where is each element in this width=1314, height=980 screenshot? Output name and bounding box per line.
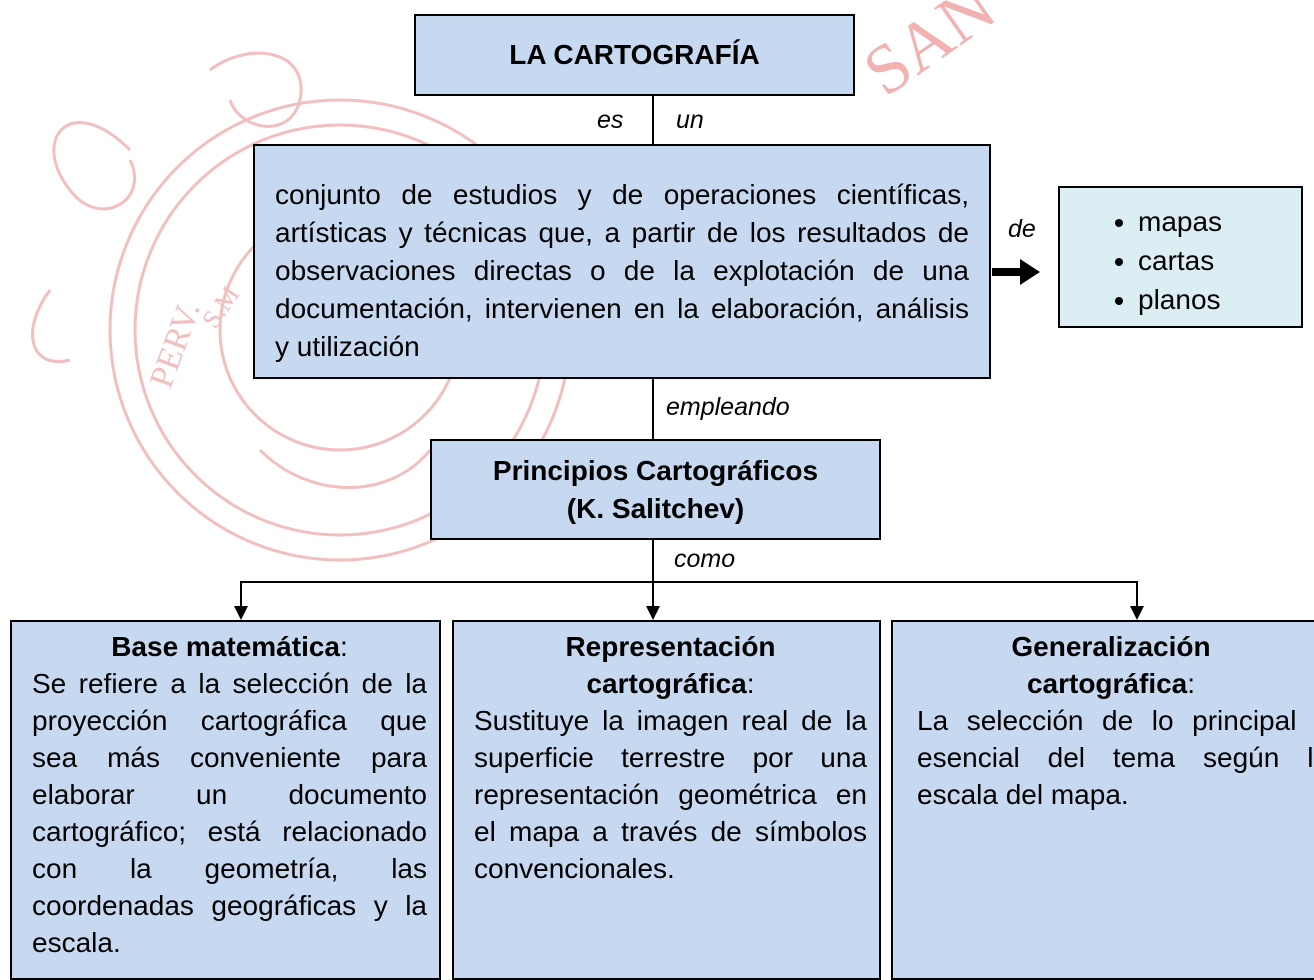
branch-text: Sustituye la imagen real de la superfici… — [474, 705, 867, 884]
branch-heading-text-line2: cartográfica — [586, 668, 747, 699]
branch-box-representacion: Representación cartográfica: Sustituye l… — [452, 620, 881, 980]
connector-principles-branches — [652, 540, 654, 582]
list-item-product: mapas — [1138, 202, 1301, 241]
branch-box-generalizacion: Generalización cartográfica: La selecció… — [891, 620, 1314, 980]
branch-heading-colon: : — [340, 631, 348, 662]
branch-text: Se refiere a la selección de la proyecci… — [32, 668, 427, 958]
label-como: como — [674, 545, 736, 573]
products-list: mapas cartas planos — [1088, 202, 1301, 319]
definition-box: conjunto de estudios y de operaciones ci… — [253, 144, 991, 379]
principles-author: (K. Salitchev) — [566, 492, 745, 524]
connector-title-definition — [652, 96, 654, 144]
list-item-product: cartas — [1138, 241, 1301, 280]
branch-center-line — [652, 581, 654, 607]
title-box: LA CARTOGRAFÍA — [414, 14, 855, 96]
branch-box-base-matematica: Base matemática: Se refiere a la selecci… — [10, 620, 441, 980]
branch-heading: Representación cartográfica: — [474, 628, 867, 702]
branch-text: La selección de lo principal y esencial … — [917, 705, 1314, 810]
branch-heading: Base matemática: — [32, 628, 427, 665]
seal-motto-text: PERV. — [143, 297, 208, 393]
seal-sm-text: S.M — [196, 281, 245, 334]
label-es: es — [597, 106, 624, 134]
arrowhead-right — [1130, 606, 1144, 620]
label-un: un — [676, 106, 704, 134]
branch-heading-text-line2: cartográfica — [1026, 668, 1188, 699]
page-title: LA CARTOGRAFÍA — [509, 39, 760, 70]
branch-heading-text: Generalización — [1011, 631, 1211, 662]
list-item-product: planos — [1138, 280, 1301, 319]
branch-horizontal-line — [240, 581, 1138, 583]
branch-heading-text: Representación — [565, 631, 776, 662]
branch-heading-text: Base matemática — [111, 631, 341, 662]
arrowhead-left — [234, 606, 248, 620]
label-de: de — [1008, 215, 1036, 243]
branch-heading: Generalización cartográfica: — [917, 628, 1314, 702]
label-empleando: empleando — [666, 393, 790, 421]
connector-definition-principles — [652, 379, 654, 439]
watermark-arc-text: SAN — [850, 0, 1010, 112]
principles-box: Principios Cartográficos (K. Salitchev) — [430, 439, 881, 540]
principles-title: Principios Cartográficos — [492, 454, 819, 486]
arrowhead-center — [646, 606, 660, 620]
definition-text: conjunto de estudios y de operaciones ci… — [275, 179, 969, 362]
branch-left-line — [240, 581, 242, 607]
products-box: mapas cartas planos — [1058, 186, 1303, 328]
branch-heading-colon: : — [746, 668, 755, 699]
branch-heading-colon: : — [1187, 668, 1196, 699]
branch-right-line — [1136, 581, 1138, 607]
right-arrow-icon — [992, 259, 1040, 285]
